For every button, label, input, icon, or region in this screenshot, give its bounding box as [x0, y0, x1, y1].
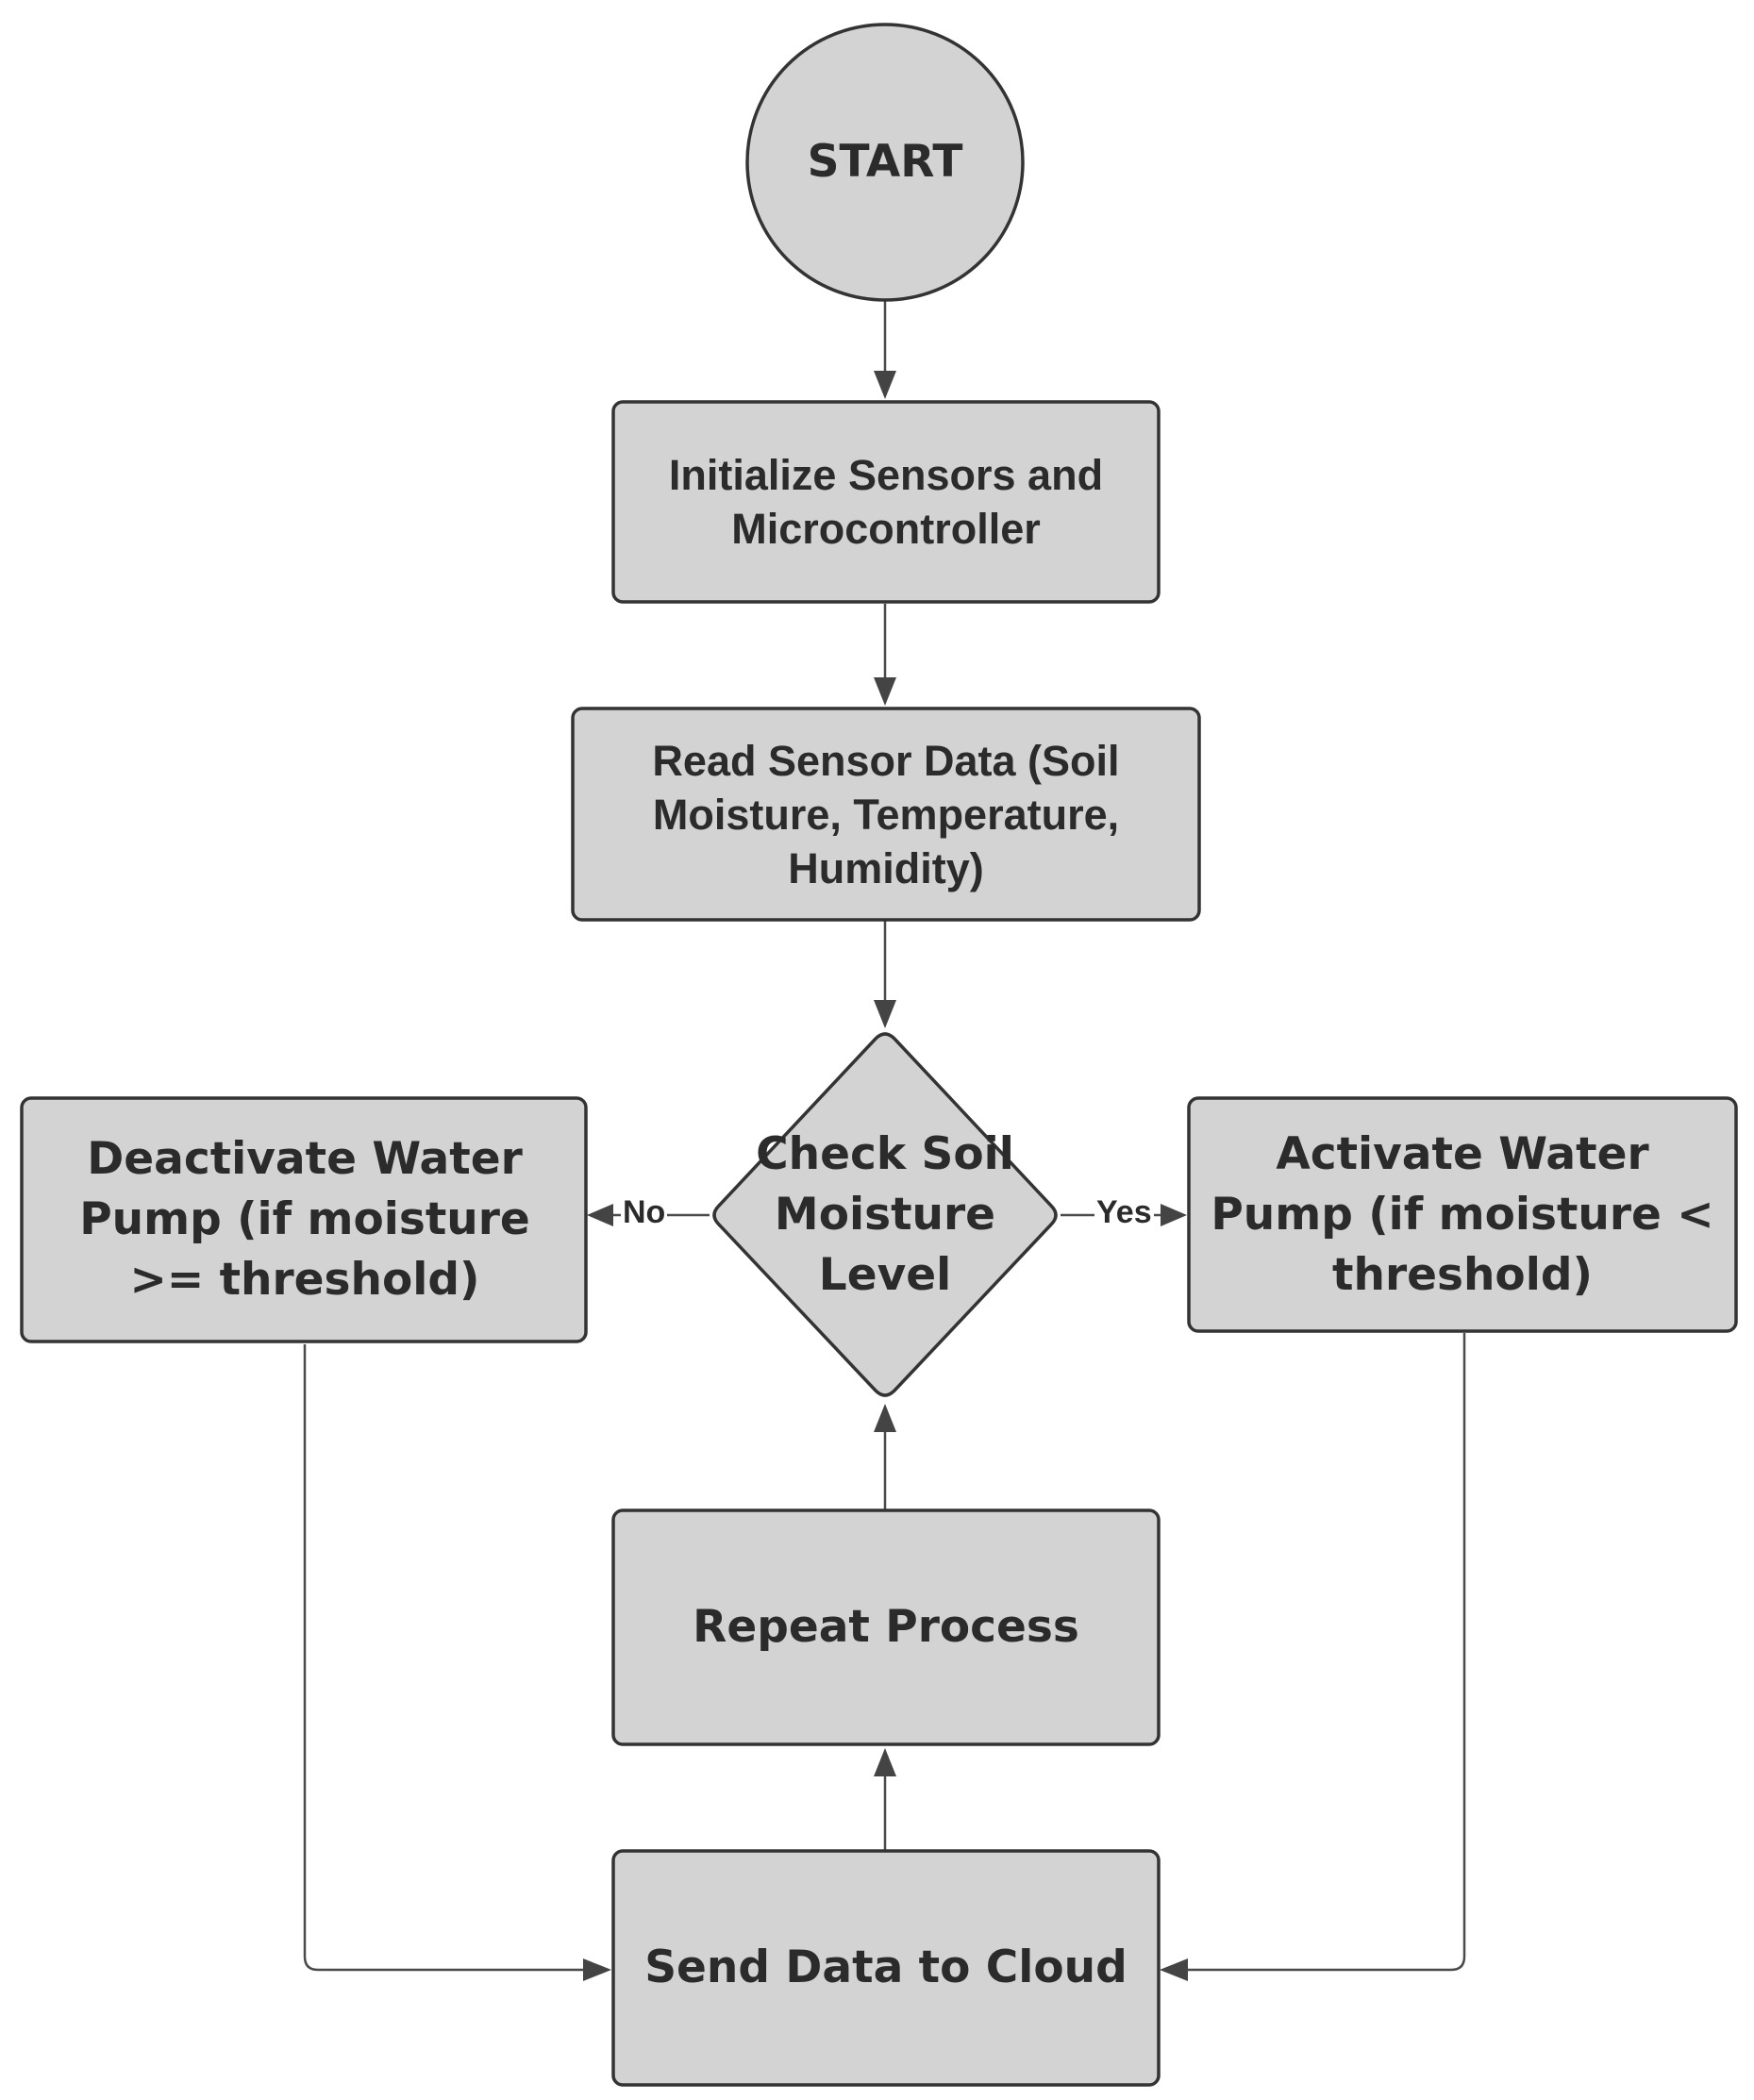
arrowhead-send-right — [1160, 1958, 1188, 1981]
repeat-label: Repeat Process — [693, 1601, 1079, 1653]
read-sensor-node-shape — [571, 707, 1201, 922]
arrowhead-check-bottom — [874, 1404, 896, 1432]
arrowhead-deactivate — [587, 1204, 613, 1226]
arrowhead-initialize — [874, 371, 896, 399]
connectors — [303, 297, 1466, 1981]
initialize-node[interactable]: Initialize Sensors and Microcontroller — [642, 402, 1130, 602]
arrowhead-check — [874, 1000, 896, 1028]
check-moisture-label: Check Soil Moisture Level — [756, 1128, 1014, 1301]
activate-pump-label: Activate Water Pump (if moisture < thres… — [1211, 1127, 1714, 1301]
connector-activate-to-send — [1188, 1333, 1466, 1972]
shapes — [20, 23, 1738, 2087]
connector-deactivate-to-send — [303, 1344, 583, 1972]
start-label: START — [807, 136, 963, 188]
repeat-node[interactable]: Repeat Process — [642, 1510, 1130, 1744]
initialize-label: Initialize Sensors and Microcontroller — [668, 451, 1104, 553]
send-cloud-label: Send Data to Cloud — [644, 1942, 1128, 1993]
start-node[interactable]: START — [747, 25, 1023, 300]
check-moisture-node-shape — [712, 1032, 1058, 1397]
deactivate-pump-node[interactable]: Deactivate Water Pump (if moisture >= th… — [55, 1098, 555, 1342]
start-node-shape — [745, 23, 1025, 302]
arrowhead-repeat — [874, 1748, 896, 1776]
arrowhead-send-left — [583, 1958, 611, 1981]
send-cloud-node[interactable]: Send Data to Cloud — [642, 1851, 1130, 2085]
edge-label-no: No — [621, 1194, 668, 1230]
activate-pump-node-shape — [1187, 1096, 1738, 1333]
check-moisture-node[interactable]: Check Soil Moisture Level — [734, 1099, 1036, 1331]
deactivate-pump-label: Deactivate Water Pump (if moisture >= th… — [79, 1133, 530, 1306]
arrowhead-read — [874, 677, 896, 706]
arrowhead-activate — [1161, 1204, 1187, 1226]
read-sensor-label: Read Sensor Data (Soil Moisture, Tempera… — [652, 736, 1120, 892]
deactivate-pump-node-shape — [20, 1096, 588, 1343]
read-sensor-node[interactable]: Read Sensor Data (Soil Moisture, Tempera… — [629, 708, 1143, 920]
edge-label-yes: Yes — [1094, 1194, 1154, 1230]
repeat-node-shape — [611, 1508, 1161, 1746]
initialize-node-shape — [611, 400, 1161, 604]
send-cloud-node-shape — [611, 1849, 1161, 2087]
activate-pump-node[interactable]: Activate Water Pump (if moisture < thres… — [1204, 1098, 1721, 1331]
